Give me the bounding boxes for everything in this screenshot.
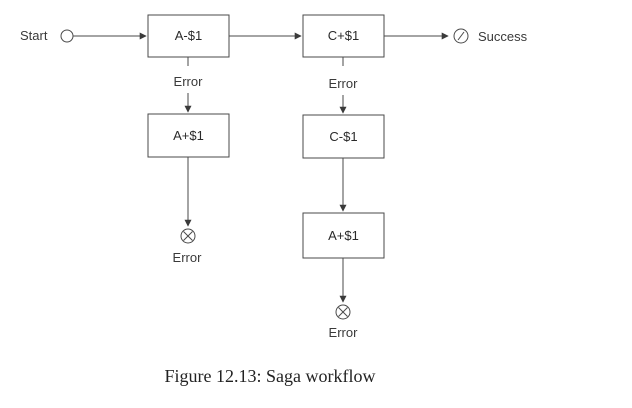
error-node-right-icon: [335, 304, 351, 320]
success-node-icon: [453, 28, 469, 44]
saga-workflow-diagram: Start A-$1 C+$1 Success Error: [20, 14, 528, 340]
node-c-plus-label: C+$1: [328, 28, 359, 43]
edge-label-c-plus-error: Error: [329, 76, 359, 91]
node-a-plus-right-label: A+$1: [328, 228, 359, 243]
node-a-plus-left: A+$1: [147, 113, 230, 158]
error-node-left-icon: [180, 228, 196, 244]
figure-caption: Figure 12.13: Saga workflow: [164, 366, 376, 386]
node-a-plus-right: A+$1: [302, 212, 385, 259]
error-terminal-right-label: Error: [329, 325, 359, 340]
error-terminal-left-label: Error: [173, 250, 203, 265]
node-a-plus-left-label: A+$1: [173, 128, 204, 143]
node-c-minus: C-$1: [302, 114, 385, 159]
success-label: Success: [478, 29, 528, 44]
node-c-minus-label: C-$1: [329, 129, 357, 144]
node-a-minus-label: A-$1: [175, 28, 202, 43]
node-c-plus: C+$1: [302, 14, 385, 58]
node-a-minus: A-$1: [147, 14, 230, 58]
start-label: Start: [20, 28, 48, 43]
start-node-icon: [60, 29, 74, 43]
edge-label-a-minus-error: Error: [174, 74, 204, 89]
